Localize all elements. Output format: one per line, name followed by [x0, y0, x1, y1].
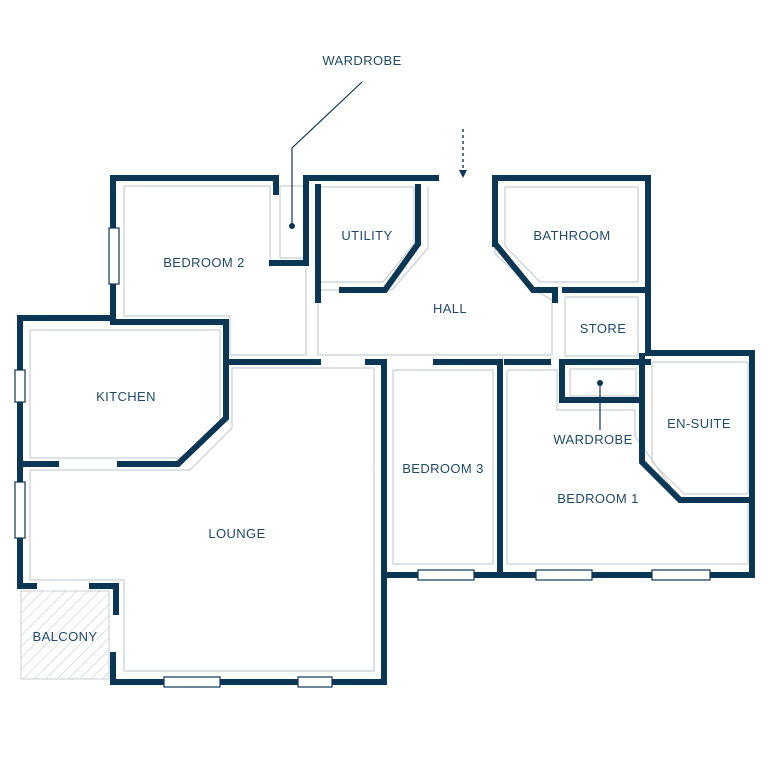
wardrobe-top-leader	[289, 81, 363, 229]
window-bedroom3	[417, 569, 475, 581]
walls	[17, 175, 755, 685]
room-label-bedroom1: BEDROOM 1	[557, 491, 639, 506]
dashed-down-arrow-icon	[459, 129, 467, 178]
wardrobe-top-label: WARDROBE	[322, 53, 401, 68]
windows	[14, 227, 711, 688]
wardrobe-right-label: WARDROBE	[553, 432, 632, 447]
window-lounge-bottom-1	[163, 676, 221, 688]
inner-wall-lines	[29, 185, 749, 672]
room-label-utility: UTILITY	[341, 228, 392, 243]
room-label-ensuite: EN-SUITE	[667, 416, 731, 431]
room-label-kitchen: KITCHEN	[96, 389, 156, 404]
window-bedroom2	[108, 227, 120, 285]
room-label-bathroom: BATHROOM	[533, 228, 610, 243]
window-kitchen	[14, 369, 26, 403]
window-bedroom1-1	[535, 569, 593, 581]
window-bedroom1-2	[651, 569, 711, 581]
window-lounge-bottom-2	[297, 676, 333, 688]
room-label-store: STORE	[580, 321, 627, 336]
room-label-bedroom2: BEDROOM 2	[163, 255, 245, 270]
room-label-balcony: BALCONY	[33, 629, 98, 644]
room-label-hall: HALL	[433, 301, 467, 316]
wardrobe-right-leader	[597, 380, 603, 430]
room-label-lounge: LOUNGE	[208, 526, 265, 541]
room-label-bedroom3: BEDROOM 3	[402, 461, 484, 476]
balcony-area	[20, 590, 110, 680]
window-lounge-left	[14, 481, 26, 539]
